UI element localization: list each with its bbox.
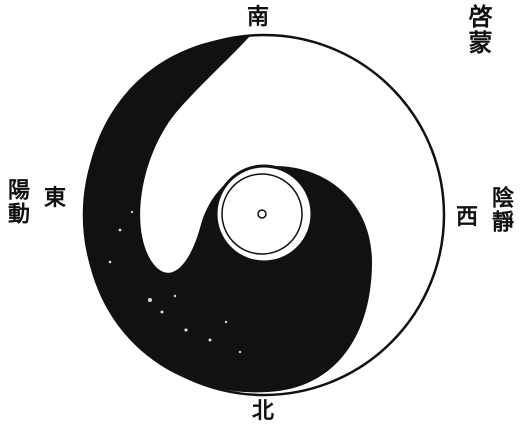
- west-label: 西: [456, 206, 478, 228]
- left-yang-label: 陽動: [6, 178, 28, 226]
- east-label: 東: [44, 187, 66, 209]
- north-label: 北: [252, 400, 274, 422]
- center-dot: [258, 210, 266, 218]
- title-label: 啓蒙: [466, 4, 490, 56]
- south-label: 南: [247, 6, 269, 28]
- right-yin-label: 陰靜: [490, 186, 512, 234]
